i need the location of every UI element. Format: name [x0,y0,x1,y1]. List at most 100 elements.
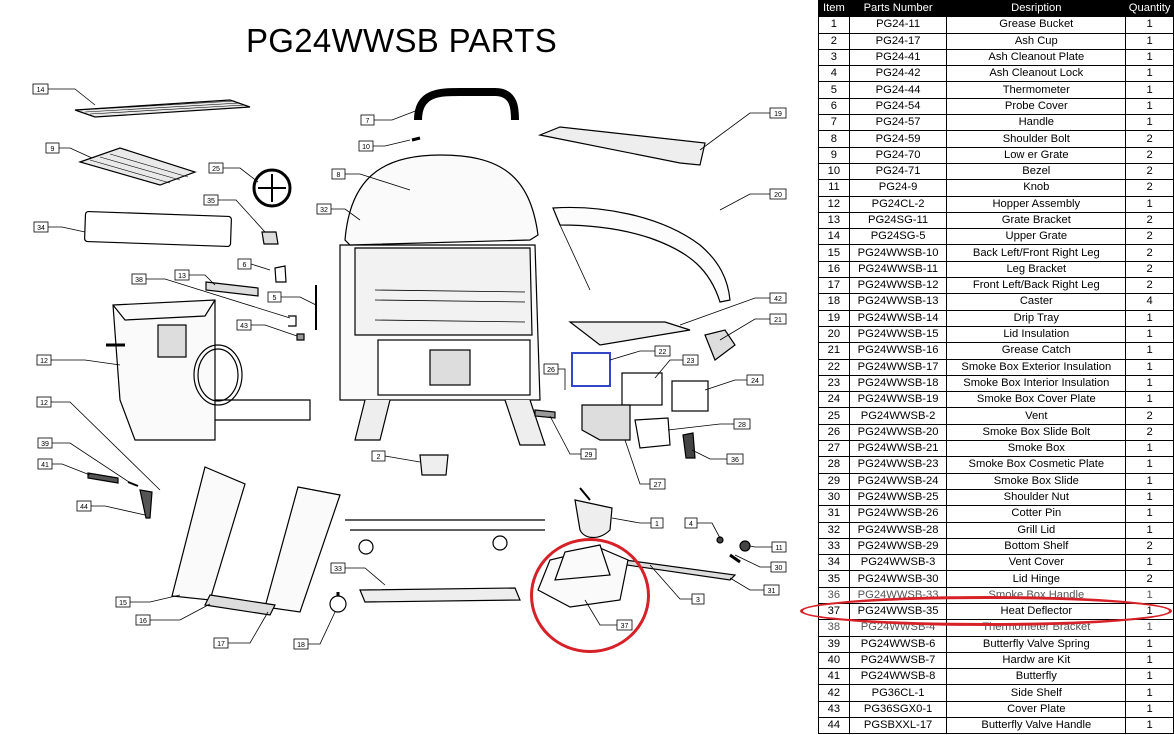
cell-item: 12 [818,195,850,213]
cell-parts-number: PG24WWSB-19 [848,391,948,409]
callout-25: 25 [208,162,224,174]
lid-hinge-part [261,231,279,245]
cell-item: 11 [818,179,850,197]
cell-description: Vent Cover [946,554,1127,572]
smoke-box-cosmetic-plate-part [634,417,671,449]
cell-description: Caster [946,293,1127,311]
cell-item: 44 [818,717,850,735]
cell-quantity: 1 [1125,325,1174,344]
cell-parts-number: PG24-57 [848,114,948,132]
cell-description: Cotter Pin [946,505,1127,523]
caster-part [329,592,347,613]
cell-parts-number: PG24WWSB-26 [848,505,948,523]
cell-parts-number: PG24WWSB-20 [848,423,948,442]
cell-item: 33 [818,537,850,556]
cell-parts-number: PG24WWSB-18 [848,374,948,393]
svg-text:31: 31 [768,588,776,595]
callout-12b: 12 [36,396,52,408]
cell-parts-number: PG24WWSB-7 [848,651,948,670]
cell-description: Leg Bracket [946,260,1127,279]
cell-description: Back Left/Front Right Leg [946,244,1127,262]
callout-28: 28 [733,418,751,430]
svg-text:13: 13 [178,273,186,280]
cell-description: Ash Cleanout Lock [946,65,1127,83]
svg-text:12: 12 [40,358,48,365]
svg-text:28: 28 [738,422,746,429]
cell-parts-number: PG24WWSB-28 [848,521,948,539]
svg-text:10: 10 [362,144,370,151]
cell-quantity: 1 [1125,309,1174,327]
probe-cover-part [274,265,287,283]
ash-cup-part [419,454,449,476]
cell-item: 6 [818,97,850,116]
leg-front-left-part [264,486,341,613]
cell-quantity: 1 [1125,717,1174,735]
callout-11: 11 [771,541,787,553]
svg-text:39: 39 [41,441,49,448]
callout-21: 21 [769,313,787,325]
cell-quantity: 1 [1125,391,1174,409]
cell-parts-number: PG24-59 [848,130,948,148]
cell-quantity: 2 [1125,423,1174,442]
cell-item: 22 [818,358,850,376]
callout-13: 13 [174,269,190,281]
cell-description: Shoulder Nut [946,488,1127,507]
cell-quantity: 4 [1125,293,1174,311]
svg-text:6: 6 [243,262,247,269]
leg-back-left-part [171,466,246,601]
cell-item: 39 [818,635,850,653]
vent-cover-part [84,210,232,248]
callout-6: 6 [237,258,252,270]
cell-description: Cover Plate [946,700,1127,719]
smoke-box-slide-part [534,409,556,419]
cell-quantity: 1 [1125,456,1174,474]
upper-grate-part [74,99,251,118]
cell-item: 2 [818,32,850,50]
cell-item: 34 [818,554,850,572]
cell-quantity: 1 [1125,521,1174,539]
svg-text:35: 35 [207,198,215,205]
cell-item: 13 [818,211,850,230]
svg-text:4: 4 [689,521,693,528]
svg-text:32: 32 [320,207,328,214]
cell-item: 17 [818,277,850,295]
cell-quantity: 1 [1125,195,1174,213]
cell-description: Probe Cover [946,97,1127,116]
cell-quantity: 1 [1125,440,1174,458]
cell-parts-number: PG24WWSB-21 [848,440,948,458]
cell-parts-number: PG24WWSB-8 [848,668,948,686]
cell-item: 42 [818,684,850,702]
cell-parts-number: PG24WWSB-11 [848,260,948,279]
cell-quantity: 1 [1125,700,1174,719]
cell-description: Smoke Box Exterior Insulation [946,358,1127,376]
cell-quantity: 1 [1125,684,1174,702]
cell-quantity: 2 [1125,130,1174,148]
cell-description: Handle [946,114,1127,132]
cell-quantity: 1 [1125,16,1174,34]
svg-text:29: 29 [585,452,593,459]
callout-41: 41 [37,458,53,470]
callout-22: 22 [654,345,671,357]
svg-text:27: 27 [654,482,662,489]
shoulder-nut-part [729,553,741,564]
cell-parts-number: PG24WWSB-24 [848,472,948,490]
cell-parts-number: PG24CL-2 [848,195,948,213]
cell-parts-number: PG24-54 [848,97,948,116]
cell-parts-number: PG24WWSB-25 [848,488,948,507]
cell-description: Butterfly Valve Spring [946,635,1127,653]
smoke-box-cover-plate-part [671,380,709,412]
cell-description: Ash Cup [946,32,1127,50]
cell-quantity: 1 [1125,114,1174,132]
